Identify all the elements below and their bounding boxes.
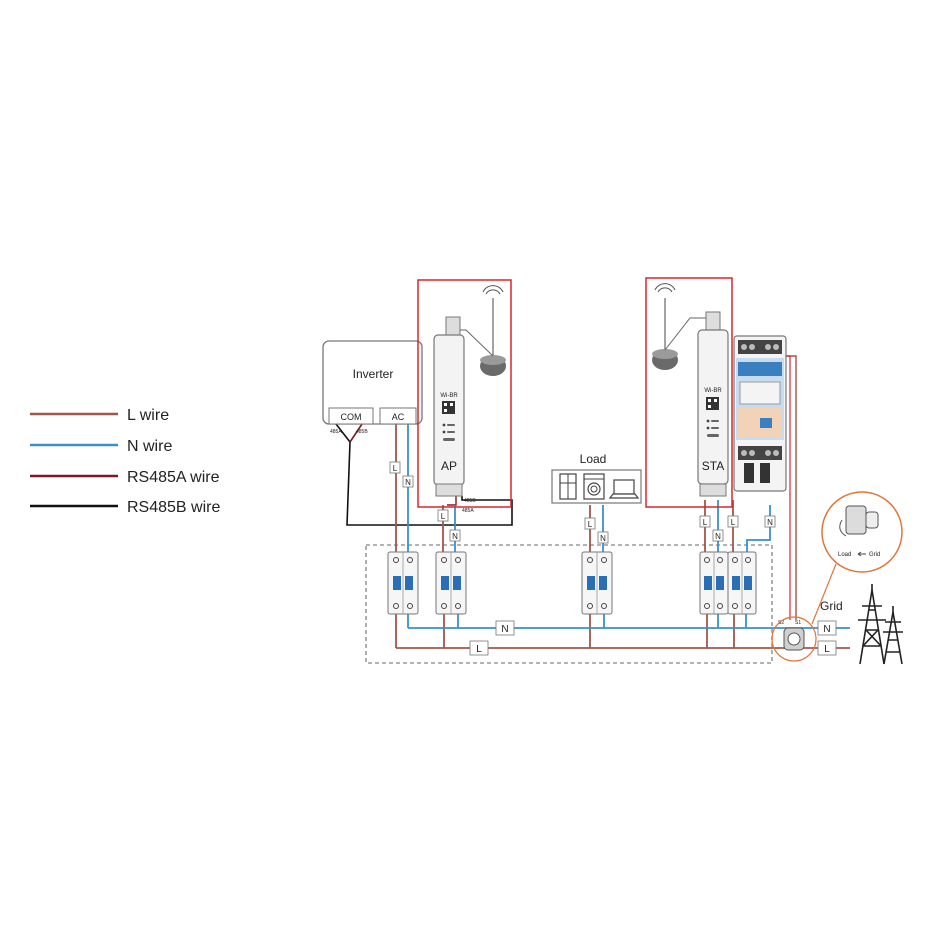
antenna-icon [652, 283, 706, 370]
svg-text:L: L [703, 518, 708, 527]
pylon-icon [858, 584, 903, 665]
legend-label-l-wire: L wire [127, 407, 169, 424]
wire-tag-n: N [402, 475, 414, 488]
svg-text:L: L [588, 520, 593, 529]
wire-tag-n: N [764, 515, 776, 528]
svg-text:L: L [441, 512, 446, 521]
wire-tags: L N L N L N L N L N N L N L [389, 461, 837, 656]
svg-text:L: L [824, 644, 830, 655]
sta-label: STA [702, 459, 724, 473]
ct-clamp: S2 S1 [771, 616, 817, 662]
grid-title: Grid [820, 599, 843, 613]
wire-tag-l: L [699, 515, 711, 528]
distribution-box [365, 544, 773, 664]
ct-s1: S1 [795, 620, 801, 626]
ct-callout-grid: Grid [869, 552, 880, 558]
meter-button [760, 418, 772, 428]
load: Load [551, 452, 642, 504]
ap-highlight-box [417, 279, 512, 508]
wire-tag-n: N [712, 529, 724, 542]
ct-callout: Load Grid [821, 491, 903, 573]
qr-code-icon [706, 397, 719, 410]
legend-item-l-wire: L wire [30, 407, 169, 424]
wire-tag-l: L [584, 517, 596, 530]
svg-text:N: N [501, 624, 508, 635]
energy-meter [733, 335, 787, 492]
laptop-icon [608, 479, 640, 499]
svg-text:AC: AC [392, 412, 405, 422]
ap-device: Wi-BR AP 485B 485A [417, 279, 512, 514]
sta-highlight-box [645, 277, 733, 508]
inverter-ac-port: AC [379, 407, 417, 425]
wire-tag-l: L [727, 515, 739, 528]
grid-tag-l: L [817, 640, 837, 656]
bus-tag-n: N [495, 620, 515, 636]
legend: L wire N wire RS485A wire RS485B wire [30, 407, 220, 516]
svg-text:L: L [731, 518, 736, 527]
ct-callout-line [811, 563, 837, 625]
legend-item-rs485a-wire: RS485A wire [30, 469, 220, 486]
wire-tag-l: L [437, 509, 449, 522]
svg-text:N: N [767, 518, 773, 527]
svg-text:N: N [405, 478, 411, 487]
inverter-title: Inverter [353, 367, 394, 381]
washing-machine-icon [583, 473, 605, 500]
ct-s2: S2 [778, 620, 784, 626]
sta-brand: Wi-BR [704, 388, 722, 394]
breaker-5 [727, 551, 757, 615]
svg-text:N: N [715, 532, 721, 541]
wire-tag-l: L [389, 461, 401, 474]
wire-tag-n: N [597, 531, 609, 544]
arrow-left-icon [857, 551, 866, 557]
svg-text:N: N [823, 624, 830, 635]
breaker-2 [435, 551, 467, 615]
fridge-icon [559, 473, 577, 500]
ap-pin-485b: 485B [464, 498, 476, 504]
bus-tag-l: L [469, 640, 489, 656]
qr-code-icon [442, 401, 455, 414]
wire-tag-n: N [449, 529, 461, 542]
svg-text:COM: COM [341, 412, 362, 422]
ap-label: AP [441, 459, 457, 473]
inverter-pin-485b: 485B [356, 429, 368, 435]
svg-text:L: L [476, 644, 482, 655]
breaker-3 [581, 551, 613, 615]
breaker-4 [699, 551, 729, 615]
breaker-1 [387, 551, 419, 615]
legend-item-n-wire: N wire [30, 438, 172, 455]
inverter-pin-485a: 485A [330, 429, 342, 435]
legend-label-n-wire: N wire [127, 438, 172, 455]
load-title: Load [580, 452, 607, 466]
ap-pin-485a: 485A [462, 508, 474, 514]
grid-tag-n: N [817, 620, 837, 636]
legend-label-rs485a-wire: RS485A wire [127, 469, 220, 486]
meter-display [739, 381, 781, 405]
antenna-icon [451, 285, 506, 376]
svg-text:L: L [393, 464, 398, 473]
inverter: Inverter COM AC 485A 485B [322, 340, 423, 435]
svg-text:N: N [452, 532, 458, 541]
rs485-wiring [335, 423, 513, 526]
sta-device: Wi-BR STA [645, 277, 733, 508]
ap-brand: Wi-BR [440, 393, 458, 399]
legend-label-rs485b-wire: RS485B wire [127, 499, 220, 516]
inverter-com-port: COM [328, 407, 374, 425]
svg-text:N: N [600, 534, 606, 543]
ct-callout-load: Load [838, 552, 851, 558]
legend-item-rs485b-wire: RS485B wire [30, 499, 220, 516]
